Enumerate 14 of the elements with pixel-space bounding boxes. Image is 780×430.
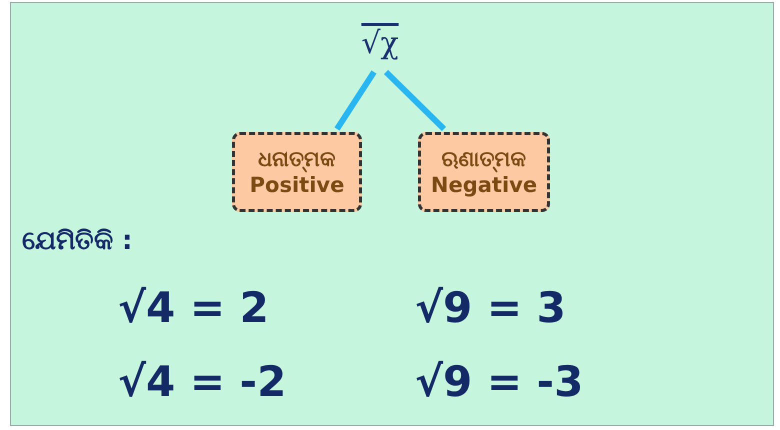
connector-line (334, 70, 377, 131)
category-box (232, 132, 362, 212)
equation: √9 = -3 (415, 356, 584, 408)
odia-label: ଋଣାତ୍ମକ (442, 146, 526, 172)
equation: √4 = -2 (118, 356, 286, 408)
category-box (418, 132, 550, 212)
english-label: Negative (430, 172, 538, 198)
root-expression: √χ (361, 24, 399, 62)
example-heading: ଯେମିତିକି : (22, 225, 132, 258)
connector-line (384, 70, 446, 132)
equation: √4 = 2 (118, 282, 269, 334)
odia-label: ଧନାତ୍ମକ (258, 146, 336, 172)
english-label: Positive (250, 172, 344, 198)
equation: √9 = 3 (415, 282, 566, 334)
